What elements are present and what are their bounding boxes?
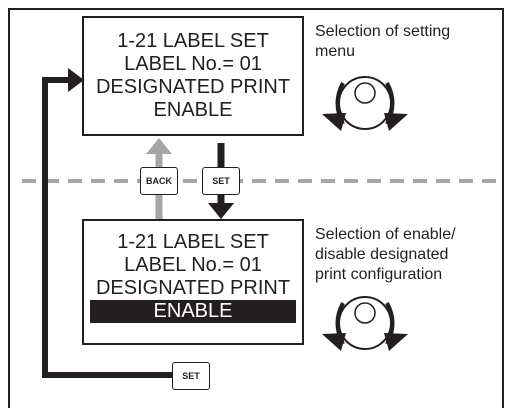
- screen-top-line-3: DESIGNATED PRINT: [95, 76, 291, 98]
- return-loop-arrowhead: [68, 68, 84, 92]
- note-top-line-2: menu: [315, 43, 356, 60]
- return-loop-line: [42, 77, 175, 378]
- note-top-line-1: Selection of setting: [315, 23, 451, 40]
- screen-top-line-2: LABEL No.= 01: [124, 53, 262, 75]
- note-bottom: Selection of enable/ disable designated …: [315, 225, 456, 285]
- screen-bottom-line-1: 1-21 LABEL SET: [117, 231, 269, 253]
- jog-dial-top-icon: [322, 76, 408, 131]
- note-bottom-line-2: disable designated: [315, 246, 449, 263]
- screen-top-line-1: 1-21 LABEL SET: [117, 30, 269, 52]
- screen-top-line-4: ENABLE: [153, 99, 233, 121]
- set-button-top[interactable]: SET: [202, 167, 240, 195]
- note-top: Selection of setting menu: [315, 22, 450, 62]
- set-button-bottom[interactable]: SET: [172, 362, 210, 390]
- set-arrowhead: [208, 203, 234, 219]
- lcd-screen-top: 1-21 LABEL SET LABEL No.= 01 DESIGNATED …: [82, 16, 304, 136]
- screen-bottom-line-2: LABEL No.= 01: [124, 254, 262, 276]
- back-arrowhead: [146, 138, 172, 154]
- screen-bottom-highlight: ENABLE: [90, 300, 296, 323]
- diagram-frame: [8, 8, 504, 408]
- note-bottom-line-3: print configuration: [315, 266, 443, 283]
- jog-dial-bottom-icon: [322, 296, 408, 351]
- note-bottom-line-1: Selection of enable/: [315, 226, 456, 243]
- lcd-screen-bottom: 1-21 LABEL SET LABEL No.= 01 DESIGNATED …: [82, 219, 304, 345]
- screen-bottom-line-3: DESIGNATED PRINT: [95, 277, 291, 299]
- back-button[interactable]: BACK: [140, 167, 178, 195]
